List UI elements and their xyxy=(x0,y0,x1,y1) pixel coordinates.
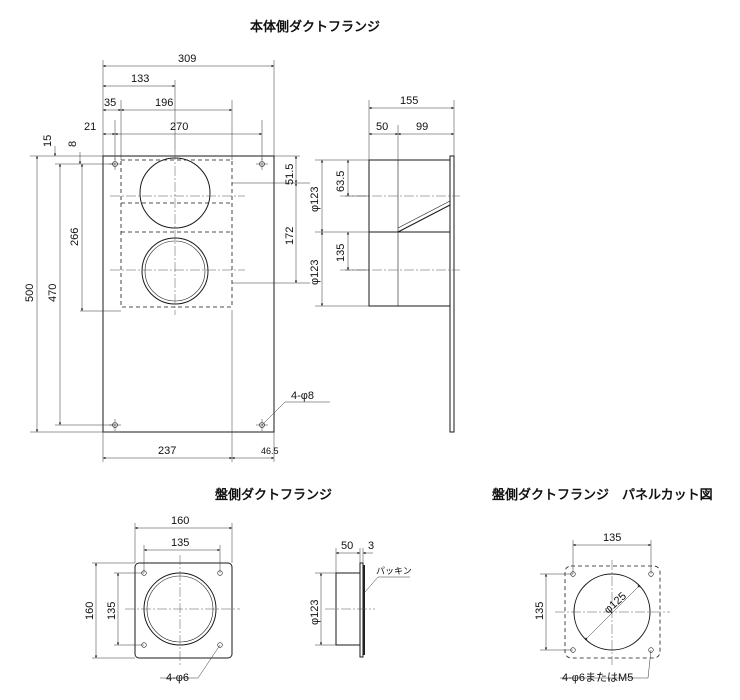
main-front-view: 309 133 35 196 21 270 500 470 266 15 8 5… xyxy=(24,53,330,462)
dim-15: 15 xyxy=(42,135,54,147)
side-dim-63-5: 63.5 xyxy=(335,171,347,192)
side-dim-phi123-a: φ123 xyxy=(309,187,321,213)
panel-dim-w135: 135 xyxy=(171,537,189,549)
dim-266: 266 xyxy=(69,228,81,246)
panel-cutout-view: φ125 135 135 4-φ6またはM5 xyxy=(534,532,670,684)
hole-note-4-phi8: 4-φ8 xyxy=(291,390,314,402)
dim-500: 500 xyxy=(24,284,36,302)
dim-237: 237 xyxy=(158,445,176,457)
side-dim-50: 50 xyxy=(376,121,388,133)
panel-side-dim-3: 3 xyxy=(368,540,374,552)
duct-body-hidden xyxy=(120,159,233,308)
panel-hole-note: 4-φ6 xyxy=(166,672,189,684)
dim-51-5: 51.5 xyxy=(284,164,296,185)
side-flange-plate xyxy=(449,155,455,433)
title-panel-flange: 盤側ダクトフランジ xyxy=(214,487,332,503)
cutout-dim-v135: 135 xyxy=(534,602,546,620)
side-dim-99: 99 xyxy=(416,121,428,133)
dim-46-5: 46.5 xyxy=(261,446,279,456)
main-side-view: 155 50 99 φ123 φ123 63.5 135 xyxy=(309,95,460,433)
dim-8: 8 xyxy=(67,141,79,147)
panel-flange-side-view: 50 3 φ123 パッキン xyxy=(309,540,412,658)
gasket-label: パッキン xyxy=(376,566,412,576)
dim-470: 470 xyxy=(47,284,59,302)
flange-plate-outline xyxy=(102,155,275,433)
dim-270: 270 xyxy=(170,121,188,133)
title-panel-cutout: 盤側ダクトフランジ パネルカット図 xyxy=(491,487,713,503)
panel-dim-v160: 160 xyxy=(84,602,96,620)
cutout-hole-note: 4-φ6またはM5 xyxy=(562,671,633,684)
panel-flange-plate xyxy=(134,562,233,659)
dim-35: 35 xyxy=(104,97,116,109)
panel-flange-front-view: 160 135 160 135 4-φ6 xyxy=(84,515,240,684)
dim-133: 133 xyxy=(131,73,149,85)
panel-side-dim-50: 50 xyxy=(341,540,353,552)
side-dim-135: 135 xyxy=(335,244,347,262)
side-dim-phi123-b: φ123 xyxy=(309,260,321,286)
cutout-dim-phi125: φ125 xyxy=(602,590,629,616)
panel-side-dim-phi123: φ123 xyxy=(309,600,321,626)
gasket-strip xyxy=(363,565,365,655)
panel-dim-w160: 160 xyxy=(171,515,189,527)
side-dim-155: 155 xyxy=(400,95,418,107)
dim-309: 309 xyxy=(178,53,196,65)
panel-side-plate xyxy=(359,562,364,658)
side-lower-duct xyxy=(368,231,451,307)
dim-21: 21 xyxy=(84,121,96,133)
dim-196: 196 xyxy=(155,97,173,109)
cutout-dim-w135: 135 xyxy=(603,532,621,544)
panel-dim-v135: 135 xyxy=(106,602,118,620)
mounting-hole-marks xyxy=(109,158,268,431)
title-main: 本体側ダクトフランジ xyxy=(250,19,380,35)
dim-172: 172 xyxy=(284,227,296,245)
